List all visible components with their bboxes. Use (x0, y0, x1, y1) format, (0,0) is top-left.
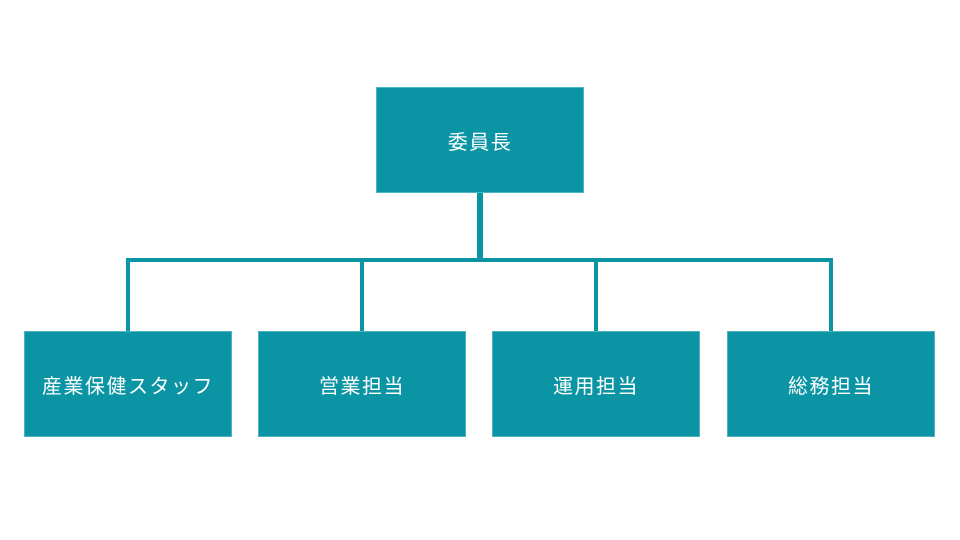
connector-drop-3 (594, 258, 598, 332)
connector-root-stem (477, 192, 483, 262)
connector-drop-4 (829, 258, 833, 332)
connector-drop-2 (360, 258, 364, 332)
org-node-child-2[interactable]: 営業担当 (258, 331, 466, 437)
org-node-root[interactable]: 委員長 (376, 87, 584, 193)
org-node-child-1[interactable]: 産業保健スタッフ (24, 331, 232, 437)
org-node-child-4[interactable]: 総務担当 (727, 331, 935, 437)
org-node-child-4-label: 総務担当 (788, 375, 874, 398)
org-node-child-1-label: 産業保健スタッフ (42, 375, 214, 398)
org-node-child-2-label: 営業担当 (319, 375, 405, 398)
connector-horizontal-bar (126, 258, 833, 262)
connector-drop-1 (126, 258, 130, 332)
org-node-child-3[interactable]: 運用担当 (492, 331, 700, 437)
org-node-child-3-label: 運用担当 (553, 375, 639, 398)
org-node-root-label: 委員長 (447, 131, 513, 154)
